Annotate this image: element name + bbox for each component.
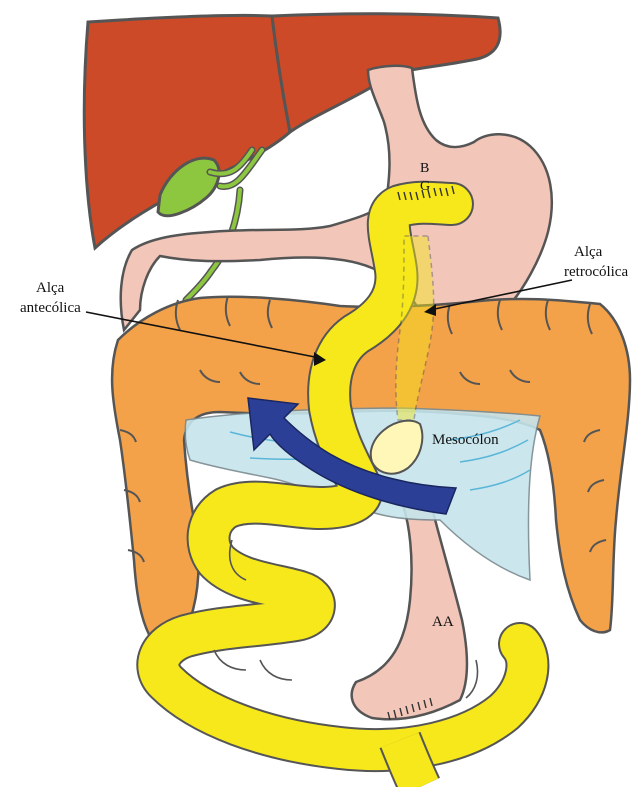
label-antecolic-1: Alça (36, 280, 65, 296)
label-retrocolic-2: retrocólica (564, 264, 628, 280)
duodenum-lower (352, 498, 467, 719)
label-antecolic-2: antecólica (20, 300, 81, 316)
label-b: B (420, 161, 429, 176)
label-mesocolon: Mesocólon (432, 432, 499, 448)
label-aa: AA (432, 614, 454, 630)
jejunal-loop-tail-fill (400, 740, 420, 787)
label-retrocolic-1: Alça (574, 244, 603, 260)
liver-left-lobe (84, 15, 290, 248)
label-g: G (420, 179, 430, 194)
